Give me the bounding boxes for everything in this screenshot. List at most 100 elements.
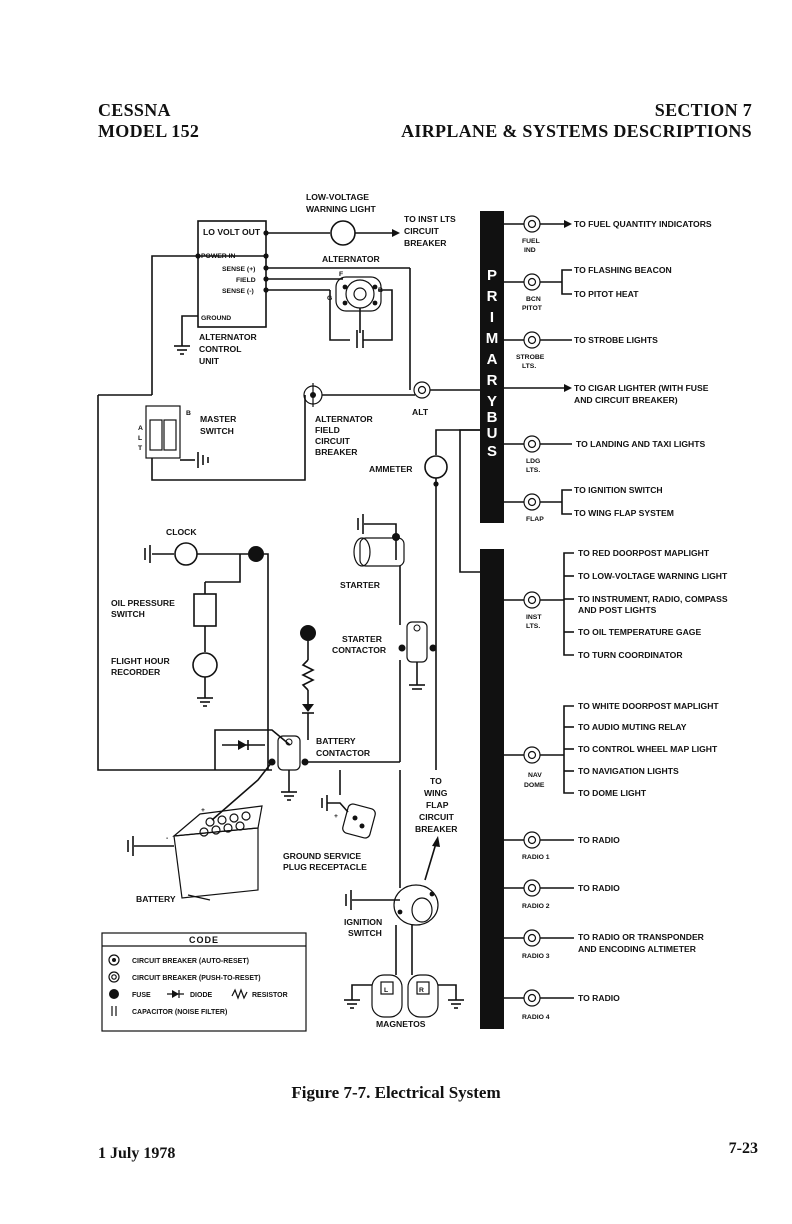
magneto-left: L xyxy=(371,974,403,1018)
page-number: 7-23 xyxy=(728,1140,758,1157)
alt-field-cb-4: BREAKER xyxy=(315,447,358,457)
contactor-ground-symbol xyxy=(409,662,425,690)
code-legend: CODE CIRCUIT BREAKER (AUTO-RESET) CIRCUI… xyxy=(101,932,307,1032)
code-cb-auto: CIRCUIT BREAKER (AUTO-RESET) xyxy=(132,958,249,965)
acu-ground-symbol xyxy=(174,315,198,355)
starter-contactor-label-2: CONTACTOR xyxy=(332,645,387,655)
clock-label: CLOCK xyxy=(166,527,197,537)
battery-ground-cap-icon xyxy=(127,836,134,856)
alternator-icon: F G B xyxy=(327,271,383,312)
output-landing-taxi: TO LANDING AND TAXI LIGHTS xyxy=(576,439,705,449)
starter-contactor-label-1: STARTER xyxy=(342,634,383,644)
ground-service-plug xyxy=(342,803,376,839)
arrow-icon xyxy=(392,229,400,237)
radio-1-label: RADIO 1 xyxy=(522,854,550,861)
inst-label-1: INST xyxy=(526,614,542,621)
primary-bus-bar-lower xyxy=(480,549,504,1029)
low-voltage-label-1: LOW-VOLTAGE xyxy=(306,192,369,202)
acu-field: FIELD xyxy=(236,277,256,284)
wing-flap-cb-label-5: BREAKER xyxy=(415,824,458,834)
resistor-icon xyxy=(301,659,315,691)
wing-flap-cb-label-3: FLAP xyxy=(426,800,449,810)
output-audio-muting: TO AUDIO MUTING RELAY xyxy=(578,722,687,732)
svg-text:+: + xyxy=(334,813,338,820)
strobe-label-2: LTS. xyxy=(522,363,536,370)
flight-hour-label-1: FLIGHT HOUR xyxy=(111,656,171,666)
output-transponder-1: TO RADIO OR TRANSPONDER xyxy=(578,932,705,942)
acu-lo-volt-out: LO VOLT OUT xyxy=(203,227,261,237)
output-instrument-1: TO INSTRUMENT, RADIO, COMPASS xyxy=(578,594,728,604)
battery-contactor-diode xyxy=(222,740,265,750)
output-cigar-1: TO CIGAR LIGHTER (WITH FUSE xyxy=(574,383,709,393)
primary-bus-bar-upper xyxy=(480,211,504,523)
output-ignition-switch: TO IGNITION SWITCH xyxy=(574,485,663,495)
strobe-breaker xyxy=(504,331,572,349)
inst-lts-breaker xyxy=(504,552,574,656)
code-diode: DIODE xyxy=(190,992,213,999)
bcn-pitot-breaker xyxy=(504,269,572,295)
battery-label: BATTERY xyxy=(136,894,176,904)
bus-letter: R xyxy=(487,372,498,389)
output-radio-4: TO RADIO xyxy=(578,993,620,1003)
radio-3-label: RADIO 3 xyxy=(522,953,550,960)
fuse-icon xyxy=(248,546,264,562)
clock xyxy=(174,542,198,566)
low-voltage-label-2: WARNING LIGHT xyxy=(306,204,376,214)
capacitor-icon xyxy=(356,330,364,348)
master-switch-label-1: MASTER xyxy=(200,414,237,424)
alternator-label: ALTERNATOR xyxy=(322,254,381,264)
output-fuel-qty: TO FUEL QUANTITY INDICATORS xyxy=(574,219,712,229)
bus-letter: A xyxy=(487,351,498,368)
radio-1-breaker xyxy=(504,831,574,849)
ignition-label-1: IGNITION xyxy=(344,917,382,927)
pitot-label: PITOT xyxy=(522,305,543,312)
diode-icon xyxy=(302,704,314,714)
bus-letter: I xyxy=(490,309,494,326)
bus-letter: P xyxy=(487,267,497,284)
inst-label-2: LTS. xyxy=(526,623,540,630)
ammeter xyxy=(424,455,448,479)
starter-cap-icon xyxy=(357,514,364,534)
bcn-label: BCN xyxy=(526,296,541,303)
output-white-doorpost: TO WHITE DOORPOST MAPLIGHT xyxy=(578,701,719,711)
starter-icon xyxy=(353,533,405,567)
fuse-icon xyxy=(300,625,316,641)
ldg-label-2: LTS. xyxy=(526,467,540,474)
battery-contactor-label-1: BATTERY xyxy=(316,736,356,746)
output-turn-coord: TO TURN COORDINATOR xyxy=(578,650,683,660)
master-switch-label-2: SWITCH xyxy=(200,426,234,436)
oil-pressure-label-1: OIL PRESSURE xyxy=(111,598,175,608)
ground-service-cap-icon xyxy=(321,795,328,811)
flap-breaker xyxy=(504,489,572,515)
svg-text:T: T xyxy=(138,445,143,452)
header-section: SECTION 7 xyxy=(654,100,752,120)
battery-contactor xyxy=(268,735,309,771)
output-low-voltage-warning: TO LOW-VOLTAGE WARNING LIGHT xyxy=(578,571,728,581)
fuel-ind-label-2: IND xyxy=(524,247,536,254)
output-red-doorpost: TO RED DOORPOST MAPLIGHT xyxy=(578,548,710,558)
header-model: MODEL 152 xyxy=(98,121,200,141)
battery-icon xyxy=(172,805,263,899)
ldg-label-1: LDG xyxy=(526,458,540,465)
fuel-ind-breaker xyxy=(504,215,572,233)
clock-ground-cap-icon xyxy=(144,545,151,563)
battery-contactor-label-2: CONTACTOR xyxy=(316,748,371,758)
ground-service-label-1: GROUND SERVICE xyxy=(283,851,361,861)
footer-date: 1 July 1978 xyxy=(98,1145,176,1162)
output-wing-flap: TO WING FLAP SYSTEM xyxy=(574,508,674,518)
alt-field-cb-2: FIELD xyxy=(315,425,340,435)
alt-field-cb-3: CIRCUIT xyxy=(315,436,351,446)
oil-pressure-label-2: SWITCH xyxy=(111,609,145,619)
bus-letter: M xyxy=(486,330,499,347)
wing-flap-cb-label-4: CIRCUIT xyxy=(419,812,455,822)
output-control-wheel: TO CONTROL WHEEL MAP LIGHT xyxy=(578,744,718,754)
acu-label-3: UNIT xyxy=(199,356,220,366)
recorder-ground-symbol xyxy=(197,677,213,707)
header-manufacturer: CESSNA xyxy=(98,100,171,120)
code-cb-push: CIRCUIT BREAKER (PUSH-TO-RESET) xyxy=(132,975,261,982)
contactor-ground-symbol-2 xyxy=(281,770,297,801)
flight-hour-label-2: RECORDER xyxy=(111,667,161,677)
switch-ground-cap-icon xyxy=(197,452,209,468)
bus-letter: U xyxy=(487,425,498,442)
